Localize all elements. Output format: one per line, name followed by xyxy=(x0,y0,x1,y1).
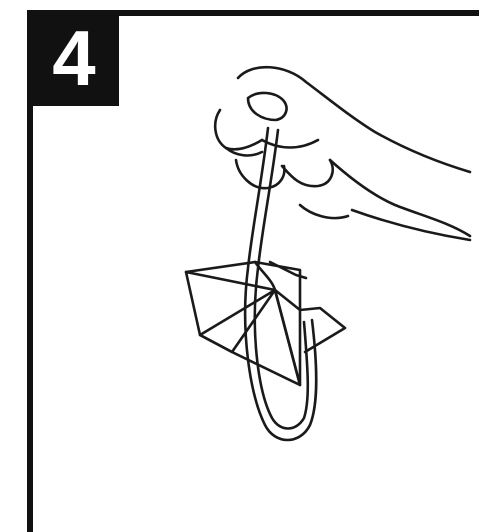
finger-3 xyxy=(282,160,333,186)
knuckle-line xyxy=(262,140,318,148)
bag-right-face xyxy=(275,290,300,385)
bag-left-face xyxy=(186,272,275,352)
finger-4 xyxy=(300,205,348,218)
finger-1 xyxy=(215,110,262,149)
wrist-cuff xyxy=(352,210,470,240)
thumb xyxy=(248,93,287,120)
